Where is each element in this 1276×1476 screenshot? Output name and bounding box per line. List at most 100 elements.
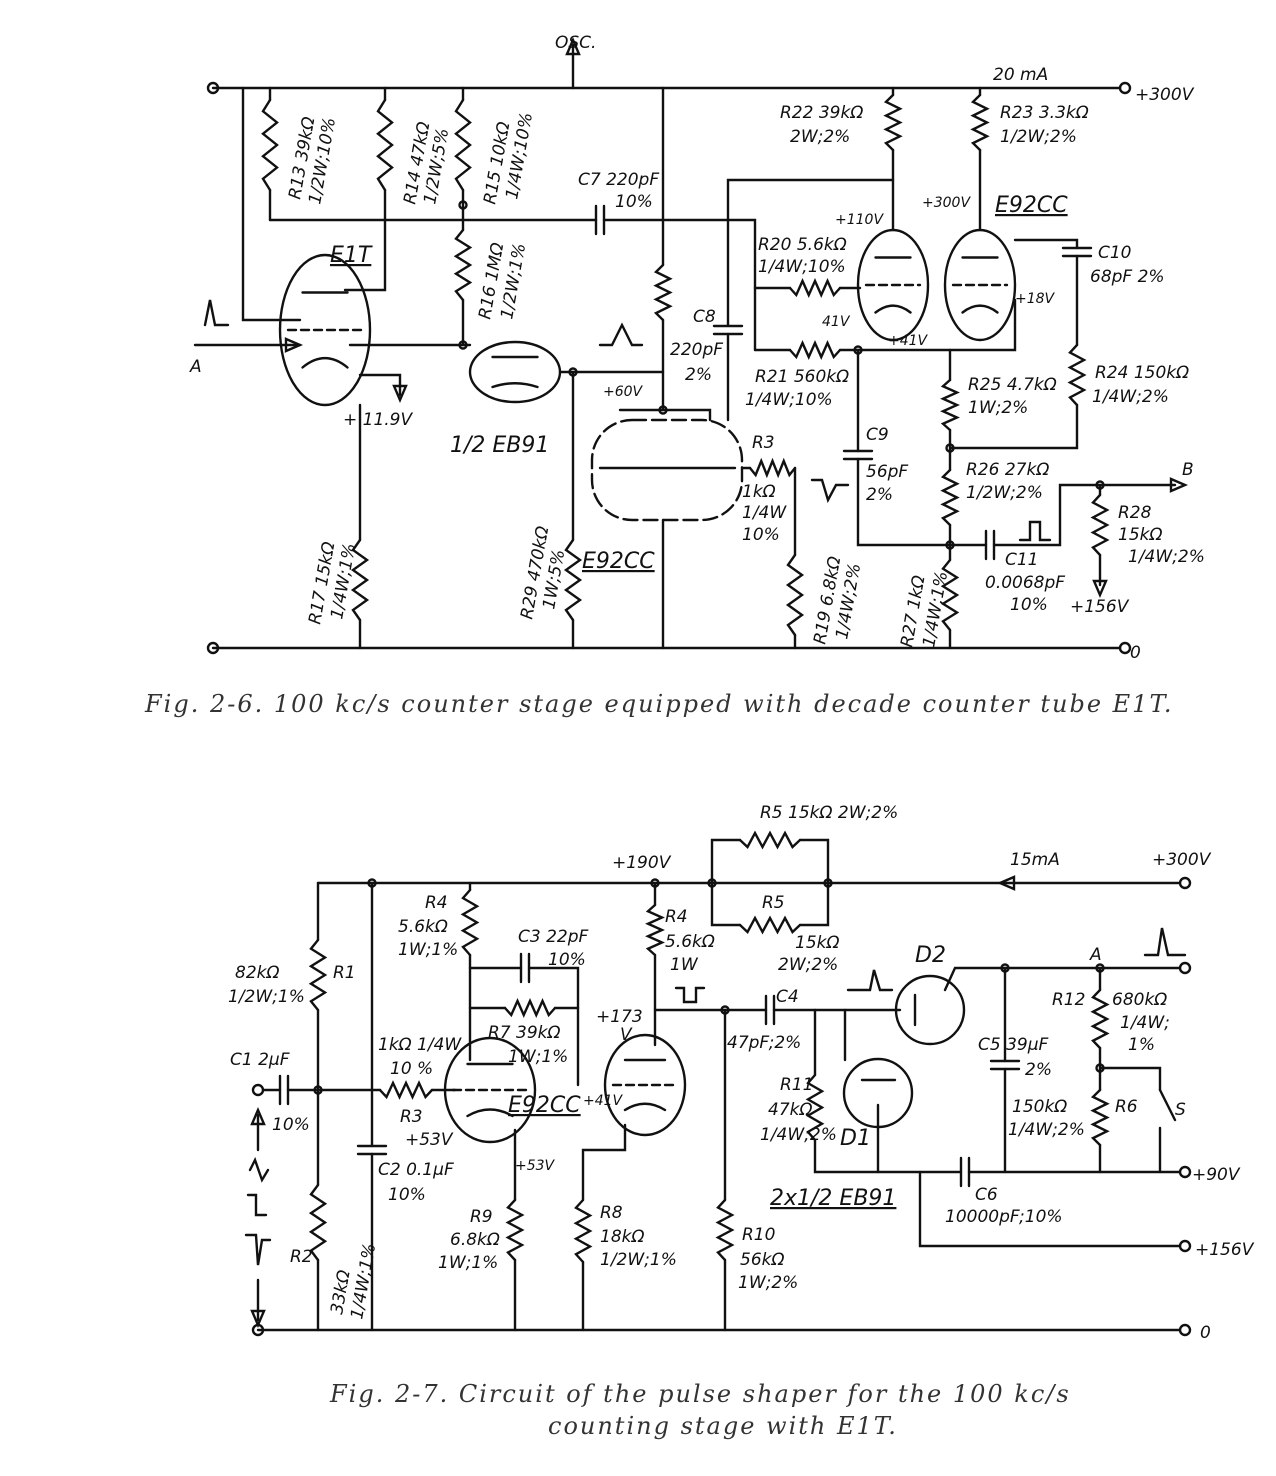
osc-label: OSC.: [555, 33, 596, 53]
terminal-icon: [206, 641, 220, 655]
square-waveform-icon: [674, 986, 706, 1004]
d1-label: D1: [840, 1126, 871, 1151]
resistor-r20: [788, 278, 842, 298]
fig1-caption: Fig. 2-6. 100 kc/s counter stage equippe…: [144, 690, 1174, 718]
v119-label: + 11.9V: [343, 410, 413, 430]
resistor-r4-left: [460, 888, 480, 957]
r3-label: R3: [400, 1107, 423, 1127]
r20-label: R20 5.6kΩ: [758, 235, 847, 255]
wire: [527, 966, 580, 1087]
r7-rating: 1W;1%: [508, 1047, 568, 1067]
resistor-r14: [376, 98, 394, 192]
r8-value: 18kΩ: [600, 1227, 644, 1247]
c9-label: C9: [866, 425, 889, 445]
cathode-electrode: [623, 1102, 667, 1112]
c7-label: C7 220pF: [578, 170, 659, 190]
wire: [948, 403, 1079, 450]
r12-power: 1/4W;: [1120, 1013, 1170, 1033]
c3-label: C3 22pF: [518, 927, 589, 947]
wire: [618, 408, 712, 422]
r8-rating: 1/2W;1%: [600, 1250, 677, 1270]
r3-power: 1/4W: [742, 503, 787, 523]
v156-label: +156V: [1195, 1240, 1255, 1260]
resistor-r17: [350, 538, 370, 622]
junction-dot: [707, 878, 717, 888]
cathode-electrode: [961, 304, 999, 314]
v190-label: +190V: [612, 853, 672, 873]
c11-label: C11: [1005, 550, 1039, 570]
r23-rating: 1/2W;2%: [1000, 127, 1077, 147]
resistor-r23: [970, 93, 990, 152]
c2-rating: 10%: [388, 1185, 426, 1205]
arrow-icon: [1092, 579, 1108, 599]
wire: [602, 218, 757, 352]
r21-label: R21 560kΩ: [755, 367, 849, 387]
terminal-icon: [1178, 1239, 1192, 1253]
r6-rating: 1/4W;2%: [1008, 1120, 1085, 1140]
wire: [726, 178, 895, 327]
square-waveform-icon: [246, 1193, 268, 1217]
c6-label: C6: [975, 1185, 998, 1205]
r10-value: 56kΩ: [740, 1250, 784, 1270]
switch-label: S: [1175, 1100, 1186, 1120]
r24-rating: 1/4W;2%: [1092, 387, 1169, 407]
resistor-r27: [940, 558, 960, 632]
r1-rating: 1/2W;1%: [228, 987, 305, 1007]
r4-left-rating: 1W;1%: [398, 940, 458, 960]
pulse-waveform-icon: [598, 322, 644, 347]
cathode-electrode: [874, 304, 912, 314]
c4-label: C4: [776, 987, 799, 1007]
e92cc-tube-right: [603, 1033, 687, 1137]
r3-tolerance: 10 %: [390, 1059, 433, 1079]
wire: [798, 838, 830, 885]
c11-value: 0.0068pF: [985, 573, 1065, 593]
e1t-label: E1T: [330, 243, 373, 268]
v156-label: +156V: [1070, 597, 1130, 617]
c1-rating: 10%: [272, 1115, 310, 1135]
v53-label: +53V: [405, 1130, 454, 1150]
supply-label: +300V: [1152, 850, 1212, 870]
r12-label: R12: [1052, 990, 1085, 1010]
r25-rating: 1W;2%: [968, 398, 1028, 418]
resistor-r26: [940, 468, 960, 527]
r26-label: R26 27kΩ: [966, 460, 1049, 480]
resistor-220: [653, 263, 673, 322]
c5-rating: 2%: [1025, 1060, 1052, 1080]
current-label: 15mA: [1010, 850, 1060, 870]
wire: [241, 86, 302, 322]
r4-left-label: R4: [425, 893, 448, 913]
pulse-waveform-icon: [810, 478, 850, 504]
r20-rating: 1/4W;10%: [758, 257, 846, 277]
r12-value: 680kΩ: [1112, 990, 1167, 1010]
resistor-r29: [563, 538, 583, 622]
arrow-icon: [565, 36, 581, 56]
fig1-labels: OSC. 20 mA +300V R22 39kΩ 2W;2% R23 3.3k…: [144, 33, 1205, 718]
v18-label: +18V: [1015, 291, 1056, 307]
terminal-icon: [1178, 1323, 1192, 1337]
v173-unit: V: [620, 1025, 633, 1045]
r8-label: R8: [600, 1203, 623, 1223]
c10-label: C10: [1098, 243, 1132, 263]
r4-right-rating: 1W: [670, 955, 699, 975]
resistor-r22: [883, 93, 903, 152]
c1-label: C1 2μF: [230, 1050, 290, 1070]
terminal-icon: [1118, 81, 1132, 95]
r3-value: 1kΩ 1/4W: [378, 1035, 462, 1055]
r5-value: 15kΩ: [795, 933, 839, 953]
r3-value: 1kΩ: [742, 482, 776, 502]
r28-label: R28: [1118, 503, 1152, 523]
resistor-r12: [1090, 988, 1110, 1050]
node-a-label: A: [1089, 945, 1102, 965]
resistor-r13: [261, 98, 279, 192]
resistor-r2: [308, 1183, 328, 1262]
resistor-r3: [748, 457, 797, 479]
junction-dot: [823, 878, 833, 888]
cathode-electrode: [466, 1108, 514, 1118]
r6-label: R6: [1115, 1097, 1138, 1117]
e92cc-upper-tube-right: [943, 228, 1017, 342]
r21-rating: 1/4W;10%: [745, 390, 833, 410]
eb91-diode: [468, 340, 562, 404]
junction-dot: [650, 878, 660, 888]
r1-label: R1: [333, 963, 356, 983]
